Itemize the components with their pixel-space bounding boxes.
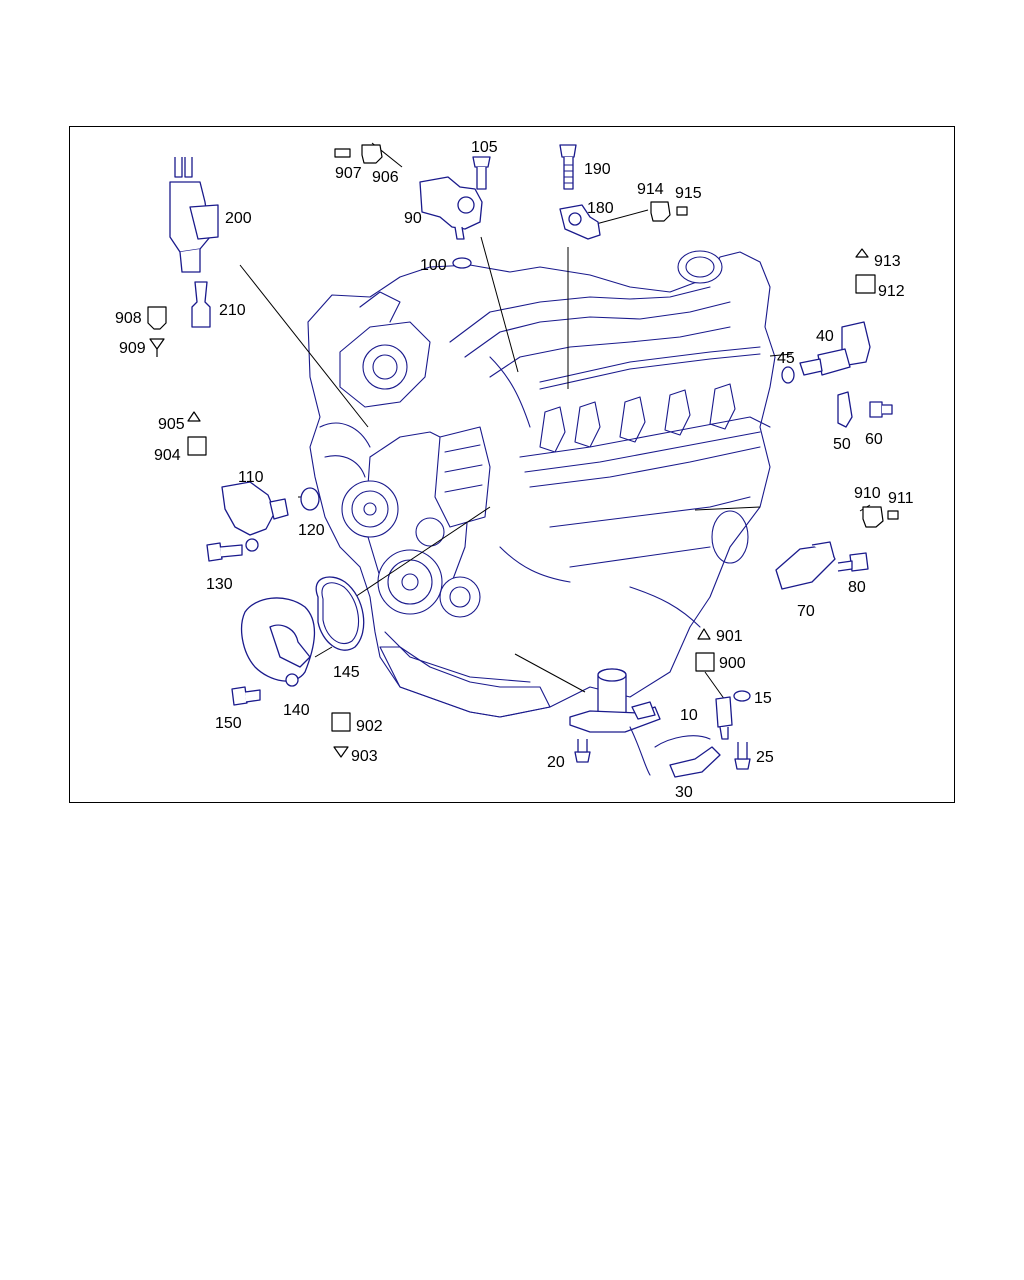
part-30-cable-tie xyxy=(654,735,721,778)
callout-45: 45 xyxy=(777,350,795,367)
callout-80: 80 xyxy=(848,579,866,596)
diagram-frame: 907 906 105 190 914 915 200 90 180 100 9… xyxy=(69,126,955,803)
callout-914: 914 xyxy=(637,181,664,198)
part-40-sensor xyxy=(799,321,871,376)
callout-200: 200 xyxy=(225,210,252,227)
callout-210: 210 xyxy=(219,302,246,319)
part-120-oring xyxy=(300,487,320,511)
part-200-sensor xyxy=(169,157,219,273)
part-110-sensor xyxy=(221,481,289,552)
callout-190: 190 xyxy=(584,161,611,178)
part-10-sensor xyxy=(715,696,733,740)
callout-902: 902 xyxy=(356,718,383,735)
callout-100: 100 xyxy=(420,257,447,274)
callout-150: 150 xyxy=(215,715,242,732)
connector-902-icon xyxy=(331,712,351,732)
callout-911: 911 xyxy=(888,490,914,507)
part-70-sensor xyxy=(775,541,836,590)
part-45-oring xyxy=(781,366,795,384)
part-100-washer xyxy=(452,257,472,269)
part-140-cover xyxy=(241,597,316,687)
part-20-oil-sensor xyxy=(569,668,661,776)
callout-10: 10 xyxy=(680,707,698,724)
callout-915: 915 xyxy=(675,185,702,202)
callout-60: 60 xyxy=(865,431,883,448)
callout-30: 30 xyxy=(675,784,693,801)
callout-40: 40 xyxy=(816,328,834,345)
callout-15: 15 xyxy=(754,690,772,707)
part-145-gasket xyxy=(315,576,365,651)
clip-913-icon xyxy=(855,248,869,258)
part-105-bolt xyxy=(472,156,491,190)
callout-25: 25 xyxy=(756,749,774,766)
callout-130: 130 xyxy=(206,576,233,593)
clip-915-icon xyxy=(676,206,688,216)
callout-901: 901 xyxy=(716,628,743,645)
callout-105: 105 xyxy=(471,139,498,156)
clip-905-icon xyxy=(187,411,201,422)
callout-906: 906 xyxy=(372,169,399,186)
clip-909-icon xyxy=(149,338,165,350)
callout-120: 120 xyxy=(298,522,325,539)
connector-912-icon xyxy=(855,274,876,294)
part-25-bolt xyxy=(734,742,751,770)
callout-20: 20 xyxy=(547,754,565,771)
engine-block xyxy=(307,250,776,718)
callout-110: 110 xyxy=(238,469,264,486)
part-50-bracket xyxy=(837,391,853,428)
engine-parts-diagram: 907 906 105 190 914 915 200 90 180 100 9… xyxy=(115,139,914,801)
connector-910-icon xyxy=(862,506,884,528)
connector-906-icon xyxy=(361,144,383,164)
part-60-bolt xyxy=(869,401,893,418)
callout-90: 90 xyxy=(404,210,422,227)
clip-907-icon xyxy=(334,148,351,158)
connector-908-icon xyxy=(147,306,167,330)
callout-909: 909 xyxy=(119,340,146,357)
clip-911-icon xyxy=(887,510,899,520)
part-180-sensor xyxy=(559,204,601,240)
part-130-bolt xyxy=(206,542,243,562)
callout-908: 908 xyxy=(115,310,142,327)
connector-904-icon xyxy=(187,436,207,456)
part-20-bolt xyxy=(574,739,591,763)
part-80-bolt xyxy=(837,552,869,572)
ignition-coils xyxy=(539,383,736,453)
callout-labels: 907 906 105 190 914 915 200 90 180 100 9… xyxy=(115,139,914,801)
clip-901-icon xyxy=(697,628,711,640)
part-190-bolt xyxy=(559,144,577,190)
callout-913: 913 xyxy=(874,253,901,270)
part-150-bolt xyxy=(231,686,261,706)
callout-900: 900 xyxy=(719,655,746,672)
part-90-sensor xyxy=(419,176,483,240)
callout-904: 904 xyxy=(154,447,181,464)
clip-903-icon xyxy=(333,746,349,758)
callout-50: 50 xyxy=(833,436,851,453)
callout-140: 140 xyxy=(283,702,310,719)
connector-900-icon xyxy=(695,652,715,672)
callout-145: 145 xyxy=(333,664,360,681)
pulleys xyxy=(341,480,481,618)
callout-903: 903 xyxy=(351,748,378,765)
callout-912: 912 xyxy=(878,283,905,300)
callout-70: 70 xyxy=(797,603,815,620)
part-210-cap xyxy=(191,281,211,328)
part-15-washer xyxy=(733,690,751,702)
callout-180: 180 xyxy=(587,200,614,217)
callout-905: 905 xyxy=(158,416,185,433)
callout-910: 910 xyxy=(854,485,881,502)
connector-914-icon xyxy=(650,201,671,222)
callout-907: 907 xyxy=(335,165,362,182)
